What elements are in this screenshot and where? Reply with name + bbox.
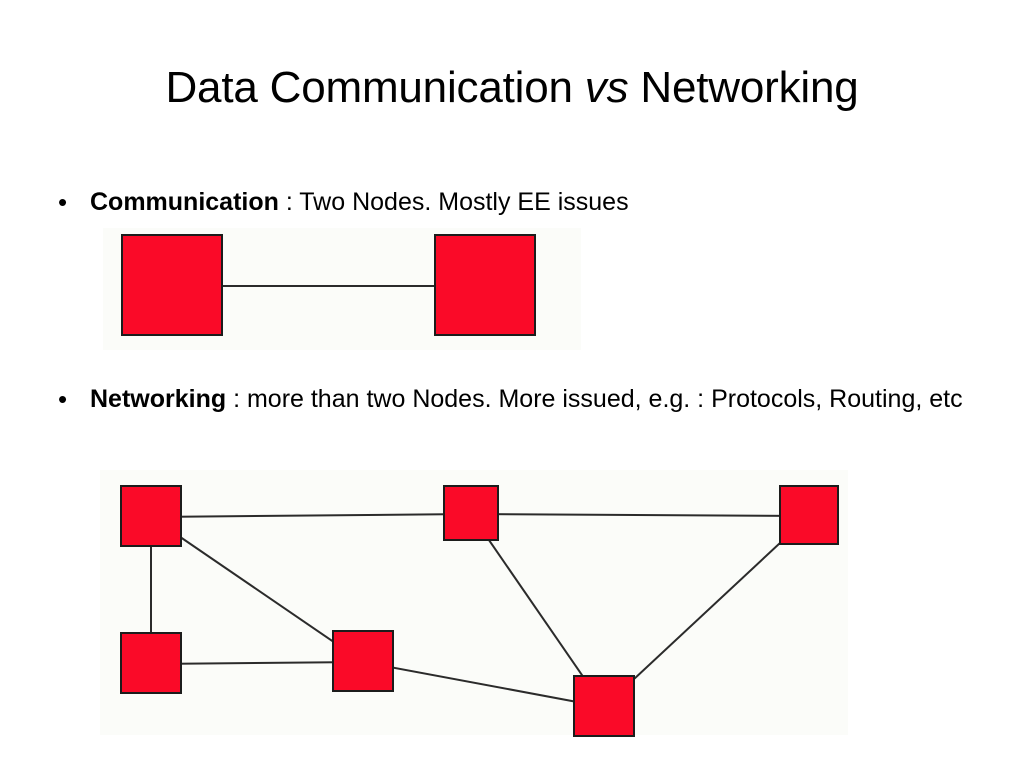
network-node [434,234,536,336]
network-node [120,632,182,694]
bullet-rest-text: : more than two Nodes. More issued, e.g.… [226,385,963,413]
network-edge [150,513,471,518]
network-node [332,630,394,692]
network-edge [362,661,605,708]
two-node-diagram [103,228,581,350]
page-title: Data Communication vs Networking [0,62,1024,114]
bullet-marker: • [58,187,68,217]
title-text-italic: vs [584,63,629,112]
bullet-bold-label: Communication [90,188,279,216]
network-node [443,485,499,541]
bullet-text: Networking : more than two Nodes. More i… [90,382,988,417]
network-edge [470,513,809,517]
bullet-bold-label: Networking [90,385,227,413]
title-text-part1: Data Communication [165,63,585,112]
network-node [573,675,635,737]
bullet-marker: • [58,384,68,414]
bullet-item-communication: • Communication : Two Nodes. Mostly EE i… [58,185,988,220]
network-node [779,485,839,545]
bullet-text: Communication : Two Nodes. Mostly EE iss… [90,185,988,220]
network-node [121,234,223,336]
bullet-item-networking: • Networking : more than two Nodes. More… [58,382,988,417]
network-edge [172,285,485,287]
bullet-rest-text: : Two Nodes. Mostly EE issues [278,188,629,216]
mesh-network-diagram [100,470,848,737]
title-text-part2: Networking [628,63,859,112]
network-node [120,485,182,547]
